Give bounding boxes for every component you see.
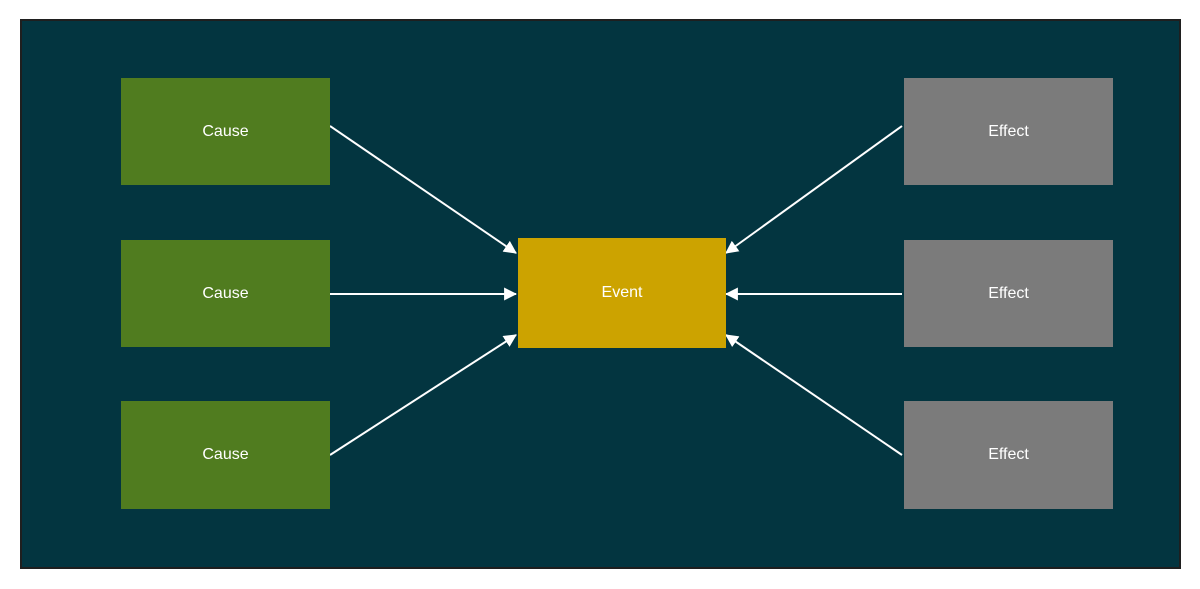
edges-layer <box>329 125 903 456</box>
node-effect-1: Effect <box>904 78 1113 185</box>
node-event-label: Event <box>601 284 643 302</box>
node-cause-3-label: Cause <box>202 446 249 464</box>
node-effect-2-label: Effect <box>988 284 1029 302</box>
edge-cause-1-to-event <box>329 125 517 254</box>
diagram-canvas: Cause Cause Cause Event Effect Effect Ef… <box>20 19 1181 569</box>
node-cause-2-label: Cause <box>202 284 249 302</box>
node-effect-3: Effect <box>904 401 1113 509</box>
edge-effect-1-to-event <box>725 125 903 254</box>
node-cause-1: Cause <box>121 78 330 185</box>
node-cause-3: Cause <box>121 401 330 509</box>
node-cause-2: Cause <box>121 240 330 347</box>
node-cause-1-label: Cause <box>202 122 249 140</box>
edge-effect-3-to-event <box>725 334 903 456</box>
edge-cause-3-to-event <box>329 334 517 456</box>
node-effect-3-label: Effect <box>988 446 1029 464</box>
node-effect-2: Effect <box>904 240 1113 347</box>
node-event: Event <box>518 238 726 348</box>
node-effect-1-label: Effect <box>988 122 1029 140</box>
